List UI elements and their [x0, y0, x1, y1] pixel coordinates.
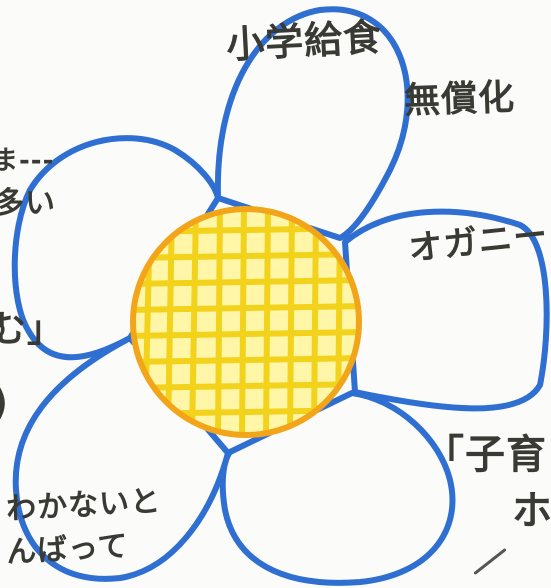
text-top-line1: 小学給食: [225, 14, 384, 68]
petal-top: [214, 6, 411, 241]
text-left-line2: 多い: [0, 186, 56, 221]
petal-bottom-right: [219, 390, 456, 586]
text-top-line2: 無償化: [403, 77, 516, 122]
text-left-line4: ): [0, 380, 9, 426]
petal-right: [342, 208, 550, 412]
text-right-line3: ホ: [512, 488, 551, 534]
text-left-line1: ま---: [0, 146, 55, 176]
text-bottom-line2: んばって: [5, 528, 130, 571]
text-left-line3: む」: [0, 309, 65, 350]
petal-left: [11, 135, 221, 361]
text-right-line2: 「子育: [424, 432, 547, 478]
text-bottom-line1: わかないと: [5, 483, 162, 528]
